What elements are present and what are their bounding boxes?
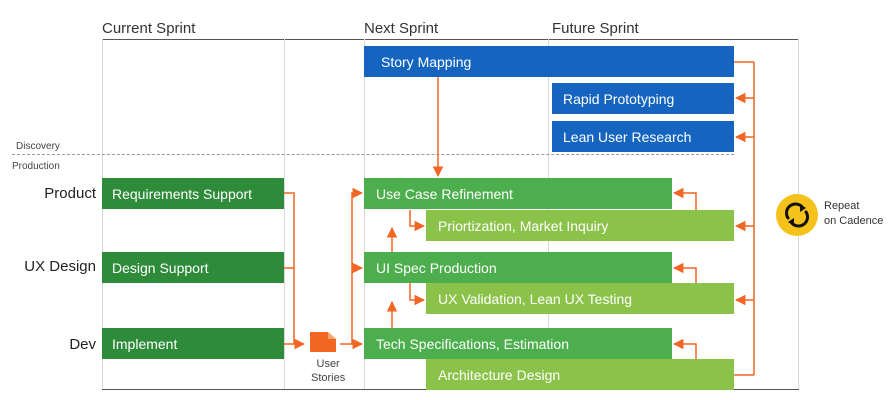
repeat-line-2: on Cadence — [824, 215, 884, 227]
task-design-support: Design Support — [102, 252, 284, 283]
task-ux-validation: UX Validation, Lean UX Testing — [426, 283, 734, 314]
document-icon — [308, 330, 338, 359]
task-implement: Implement — [102, 328, 284, 359]
loop-to-tech-spec — [672, 338, 697, 359]
task-requirements-support: Requirements Support — [102, 178, 284, 209]
task-ui-spec-production: UI Spec Production — [364, 252, 672, 283]
arrow-ui-spec-to-validation — [409, 283, 426, 306]
arrow-refinement-to-prioritization — [409, 210, 426, 232]
task-story-mapping: Story Mapping — [364, 46, 734, 77]
top-rule — [102, 39, 799, 40]
column-divider — [284, 39, 285, 389]
column-header-current-sprint: Current Sprint — [102, 20, 196, 37]
phase-label-production: Production — [12, 161, 60, 172]
user-stories-label: User Stories — [311, 357, 345, 385]
phase-separator — [12, 154, 734, 155]
task-rapid-prototyping: Rapid Prototyping — [552, 83, 734, 114]
repeat-label: Repeat on Cadence — [824, 199, 883, 229]
task-prioritization-market-inquiry: Priortization, Market Inquiry — [426, 210, 734, 241]
row-label-ux-design: UX Design — [24, 258, 96, 275]
loop-to-ui-spec — [672, 262, 697, 283]
refresh-cycle-icon — [776, 194, 818, 236]
column-divider — [102, 39, 103, 389]
column-header-future-sprint: Future Sprint — [552, 20, 639, 37]
loop-to-use-case — [672, 187, 697, 210]
user-stories-line-2: Stories — [311, 372, 346, 384]
row-label-product: Product — [44, 185, 96, 202]
task-architecture-design: Architecture Design — [426, 359, 734, 390]
column-header-next-sprint: Next Sprint — [364, 20, 439, 37]
column-divider — [364, 39, 365, 389]
user-stories-line-1: User — [316, 358, 340, 370]
repeat-line-1: Repeat — [824, 200, 860, 212]
row-label-dev: Dev — [69, 336, 96, 353]
phase-label-discovery: Discovery — [16, 141, 60, 152]
task-tech-specifications: Tech Specifications, Estimation — [364, 328, 672, 359]
task-lean-user-research: Lean User Research — [552, 121, 734, 152]
task-use-case-refinement: Use Case Refinement — [364, 178, 672, 209]
